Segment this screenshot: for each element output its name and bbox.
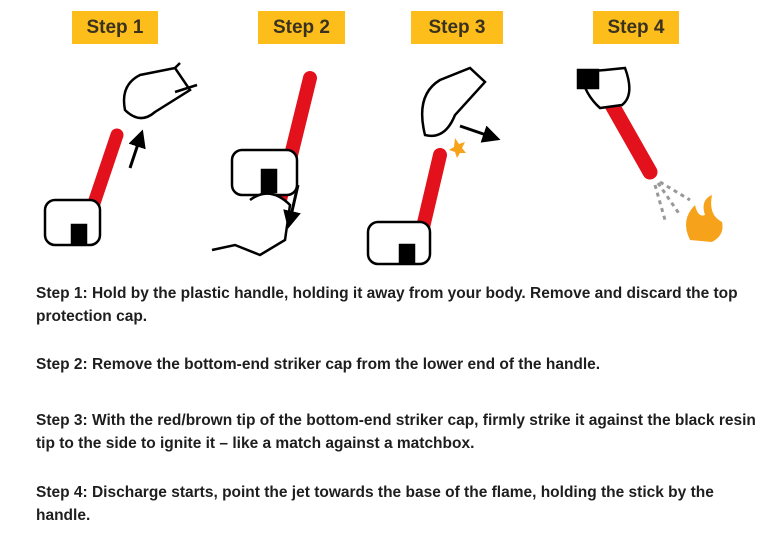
step-3-description: Step 3: With the red/brown tip of the bo…: [36, 412, 756, 452]
hand-icon: [211, 148, 299, 257]
step-4-illustration: [576, 66, 723, 242]
step-1-illustration: [43, 62, 198, 247]
fire-stick: [604, 97, 658, 180]
hand-icon: [576, 66, 631, 110]
step-1-badge: Step 1: [72, 11, 158, 44]
step-3-illustration: [366, 66, 501, 266]
instruction-illustrations: [43, 62, 723, 266]
step-2-illustration: [211, 71, 317, 257]
hand-icon: [122, 62, 198, 120]
step-4-badge: Step 4: [593, 11, 679, 44]
step-1-description: Step 1: Hold by the plastic handle, hold…: [36, 285, 738, 325]
arrow-right-icon: [459, 124, 501, 143]
step-3-badge: Step 3: [411, 11, 503, 44]
arrow-down-icon: [283, 184, 301, 229]
spray-jet-icon: [653, 180, 691, 221]
arrow-up-icon: [128, 129, 146, 169]
step-2-description: Step 2: Remove the bottom-end striker ca…: [36, 356, 601, 373]
step-2-badge: Step 2: [258, 11, 345, 44]
flame-icon: [686, 195, 723, 242]
hand-icon: [366, 66, 487, 266]
spark-icon: [449, 138, 466, 158]
hand-icon: [43, 198, 102, 247]
step-4-description: Step 4: Discharge starts, point the jet …: [36, 484, 714, 524]
